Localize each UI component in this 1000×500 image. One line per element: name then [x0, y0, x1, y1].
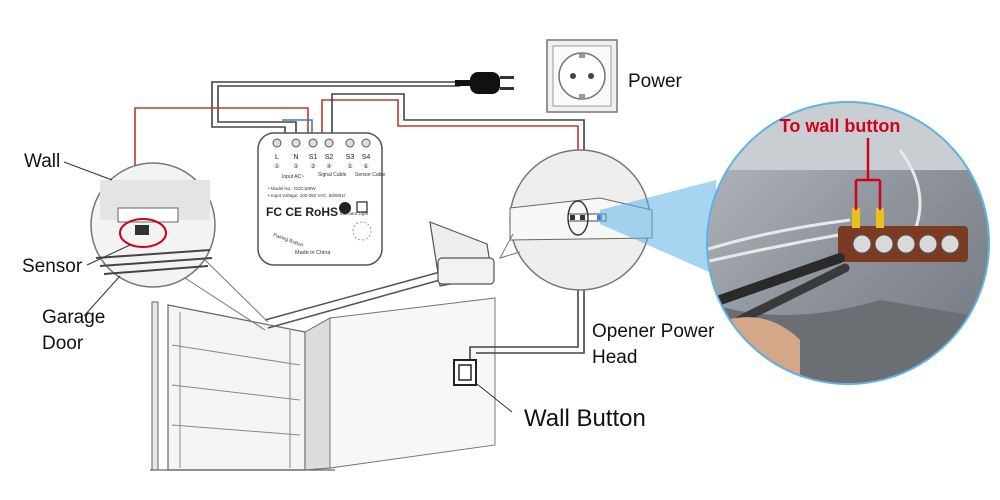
- terminal-label-s2: S2: [325, 154, 334, 161]
- power-plug-icon: [455, 72, 514, 94]
- terminal-screw-s2: [324, 138, 334, 148]
- module-indicator-label: Indicator Light: [340, 211, 369, 216]
- wall-socket-icon: [546, 39, 618, 113]
- garage-door-label-line2: Door: [42, 333, 84, 354]
- terminal-screw-s1: [308, 138, 318, 148]
- terminal-label-l: L: [275, 154, 279, 161]
- wall-button-connection: [854, 138, 882, 210]
- terminal-label-n: N: [293, 154, 298, 161]
- leader-lines: [63, 161, 131, 317]
- pliers-handle: [715, 253, 845, 305]
- module-voltage-line: • Input Voltage: 100-250 VAC, 50/60Hz: [268, 193, 346, 198]
- sensor-zoom-circle: [90, 162, 216, 288]
- terminal-number-6: ⑥: [363, 163, 368, 170]
- terminal-screw-n: [291, 138, 301, 148]
- terminal-number-4: ④: [326, 163, 331, 170]
- opener-power-head-unit: [437, 257, 495, 285]
- terminal-label-s4: S4: [362, 154, 371, 161]
- terminal-number-5: ⑤: [347, 163, 352, 170]
- module-signal-label: Signal Cable: [318, 172, 347, 178]
- terminal-screw-l: [272, 138, 282, 148]
- terminal-number-1: ①: [274, 163, 279, 170]
- callout-beam: [600, 180, 716, 275]
- module-sensor-label: Sensor Cable: [355, 172, 386, 178]
- module-cert-marks: FC CE RoHS: [266, 205, 338, 219]
- module-logo-icon: [339, 202, 351, 214]
- sensor-label: Sensor: [22, 256, 83, 277]
- opener-rail: [264, 221, 495, 329]
- module-input-label: Input AC~: [282, 174, 304, 180]
- module-box-icon: [356, 201, 368, 213]
- sensor-highlight-ellipse: [119, 218, 167, 248]
- terminal-screw-s4: [361, 138, 371, 148]
- to-wall-button-label: To wall button: [780, 116, 901, 136]
- opener-power-head-label-line2: Head: [592, 347, 638, 368]
- garage-door: [150, 297, 496, 471]
- module-model-line: • Model No.: GDC100W: [268, 186, 316, 191]
- terminal-label-s1: S1: [309, 154, 318, 161]
- terminal-photo-circle: To wall button: [706, 101, 990, 385]
- terminal-number-2: ②: [293, 163, 299, 170]
- terminal-screw-s3: [345, 138, 355, 148]
- wall-button-icon: [453, 359, 477, 386]
- terminal-number-3: ③: [310, 163, 315, 170]
- opener-power-head-label-line1: Opener Power: [592, 321, 715, 342]
- garage-door-label-line1: Garage: [42, 307, 106, 328]
- power-label: Power: [628, 71, 682, 92]
- module-indicator-icon: [352, 221, 372, 241]
- wall-label: Wall: [24, 151, 61, 172]
- sensor-device: [135, 225, 149, 235]
- module-made-in: Made in China: [295, 250, 331, 256]
- terminal-label-s3: S3: [346, 154, 355, 161]
- wall-button-label: Wall Button: [524, 405, 646, 432]
